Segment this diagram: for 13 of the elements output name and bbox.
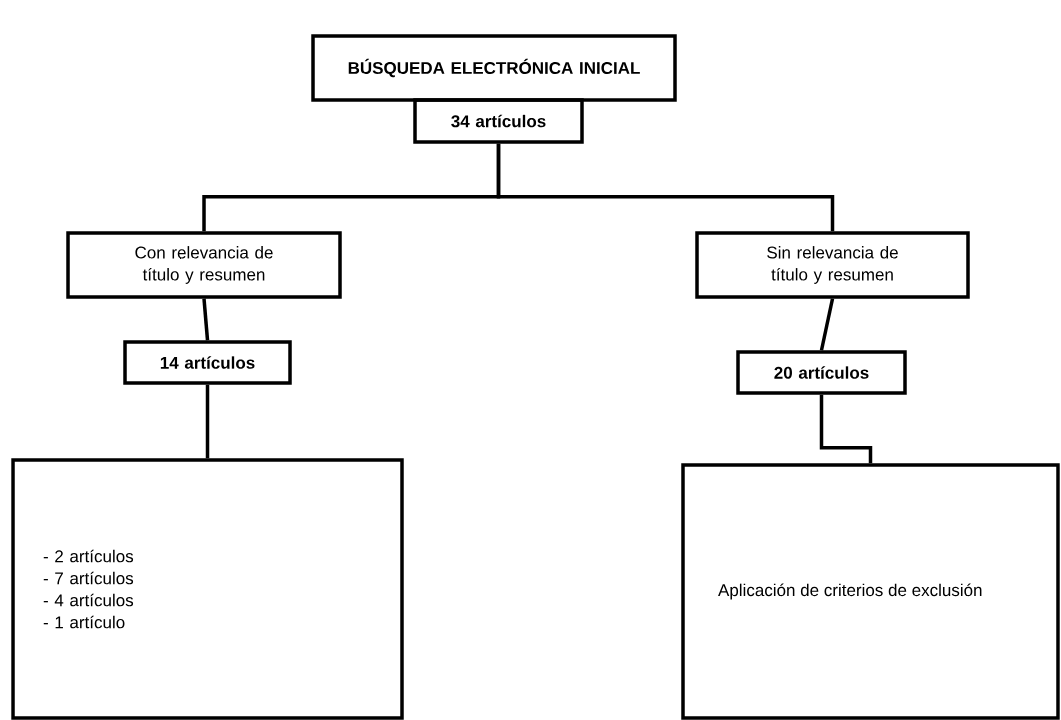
connector-line bbox=[202, 298, 210, 341]
process-box: 20 artículos bbox=[736, 350, 907, 395]
process-box: BÚSQUEDA ELECTRÓNICA INICIAL bbox=[311, 34, 677, 102]
connector-line bbox=[819, 394, 873, 464]
connector-line bbox=[496, 143, 835, 232]
list-box: - 2 artículos - 7 artículos - 4 artículos - 1 artículo bbox=[11, 458, 404, 720]
connector-line bbox=[819, 298, 835, 351]
process-box: Con relevancia de título y resumen bbox=[66, 231, 342, 299]
process-box: Sin relevancia de título y resumen bbox=[695, 231, 970, 299]
process-box: 34 artículos bbox=[413, 98, 584, 144]
process-box: 14 artículos bbox=[123, 340, 292, 385]
text-box: Aplicación de criterios de exclusión bbox=[681, 463, 1060, 720]
connector-line bbox=[205, 384, 210, 459]
